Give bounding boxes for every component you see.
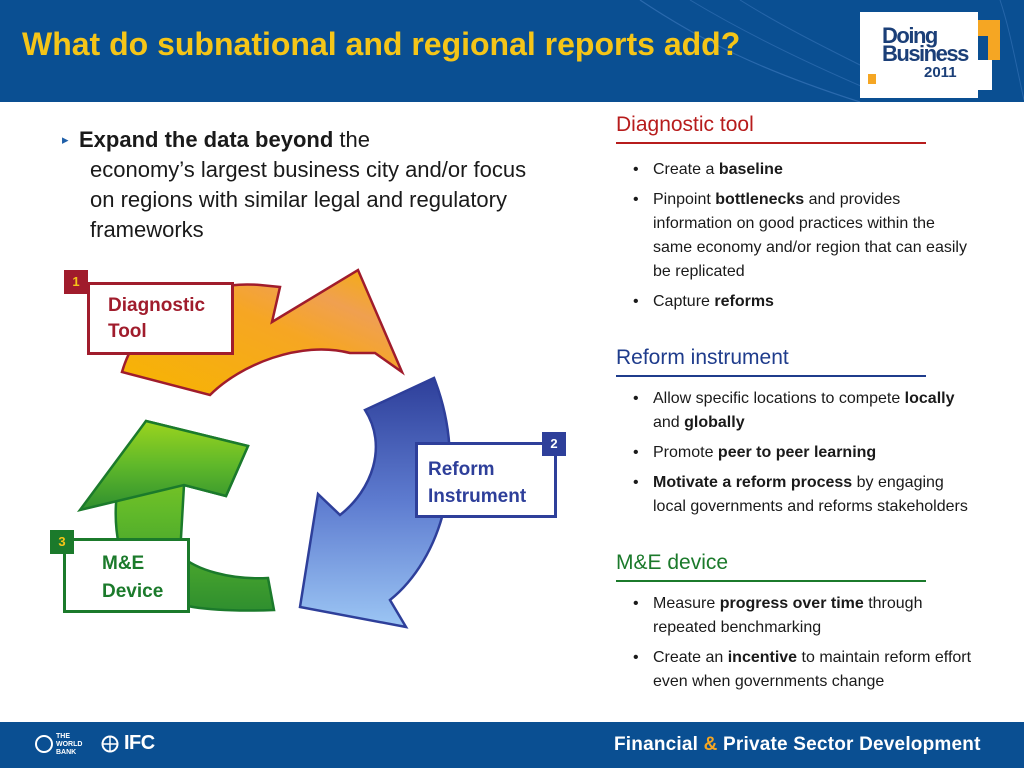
list-item: Motivate a reform process by engaging lo… [616, 471, 973, 519]
section-rule-reform [616, 375, 926, 377]
section-heading-reform: Reform instrument [616, 346, 789, 369]
logo-orange-block [988, 36, 1000, 60]
intro-first-line: Expand the data beyond the [79, 125, 370, 155]
section-heading-diagnostic: Diagnostic tool [616, 113, 754, 136]
header-bar: What do subnational and regional reports… [0, 0, 1024, 102]
section-rule-diagnostic [616, 142, 926, 144]
cycle-label-diagnostic-line1: Diagnostic [108, 295, 206, 316]
ifc-logo-text: IFC [124, 732, 155, 754]
intro-text: economy’s largest business city and/or f… [90, 157, 527, 242]
list-item: Allow specific locations to compete loca… [616, 387, 973, 435]
cycle-label-reform-line2: Instrument [428, 486, 527, 507]
list-item: Create a baseline [616, 158, 973, 182]
logo-background [860, 12, 978, 98]
section-me: M&E device Measure progress over time th… [616, 550, 973, 694]
doing-business-logo: Doing Business 2011 [860, 12, 1010, 98]
reform-bullets: Allow specific locations to compete loca… [616, 387, 973, 519]
world-bank-logo-text: THE WORLD BANK [56, 733, 83, 756]
logo-year: 2011 [924, 64, 957, 81]
cycle-label-me-line2: Device [102, 581, 164, 602]
logo-white-block [978, 60, 992, 90]
cycle-arrow-green-head [76, 419, 250, 513]
cycle-label-me-line1: M&E [102, 553, 145, 574]
header-streaks [639, 0, 1024, 102]
intro-first-rest: the [339, 127, 370, 152]
list-item: Capture reforms [616, 290, 973, 314]
cycle-label-me: M&E Device [63, 538, 190, 613]
step-number-3: 3 [50, 530, 74, 554]
ifc-logo-icon [101, 735, 119, 753]
section-rule-me [616, 580, 926, 582]
cycle-label-diagnostic: Diagnostic Tool [87, 282, 234, 355]
list-item: Measure progress over time through repea… [616, 592, 973, 640]
logo-text-doing: Doing [882, 23, 938, 48]
bullet-arrow-icon: ▸ [62, 132, 69, 147]
footer-bar [0, 722, 1024, 768]
diagnostic-bullets: Create a baseline Pinpoint bottlenecks a… [616, 158, 973, 314]
list-item: Promote peer to peer learning [616, 441, 973, 465]
footer-tagline: Financial & Private Sector Development [614, 734, 981, 755]
page-title: What do subnational and regional reports… [22, 26, 741, 62]
section-diagnostic: Diagnostic tool Create a baseline Pinpoi… [616, 112, 973, 314]
section-reform: Reform instrument Allow specific locatio… [616, 345, 973, 519]
section-heading-me: M&E device [616, 551, 729, 574]
list-item: Pinpoint bottlenecks and provides inform… [616, 188, 973, 284]
logo-orange-block [868, 74, 876, 84]
step-number-1: 1 [64, 270, 88, 294]
world-bank-globe-icon [35, 735, 53, 753]
me-bullets: Measure progress over time through repea… [616, 592, 973, 694]
list-item: Create an incentive to maintain reform e… [616, 646, 973, 694]
logo-orange-block [978, 20, 1000, 36]
step-number-2: 2 [542, 432, 566, 456]
cycle-label-reform: Reform Instrument [415, 442, 557, 518]
intro-bold: Expand the data beyond [79, 127, 334, 152]
logo-text-business: Business [882, 41, 969, 66]
cycle-label-diagnostic-line2: Tool [108, 321, 147, 342]
cycle-label-reform-line1: Reform [428, 459, 495, 480]
